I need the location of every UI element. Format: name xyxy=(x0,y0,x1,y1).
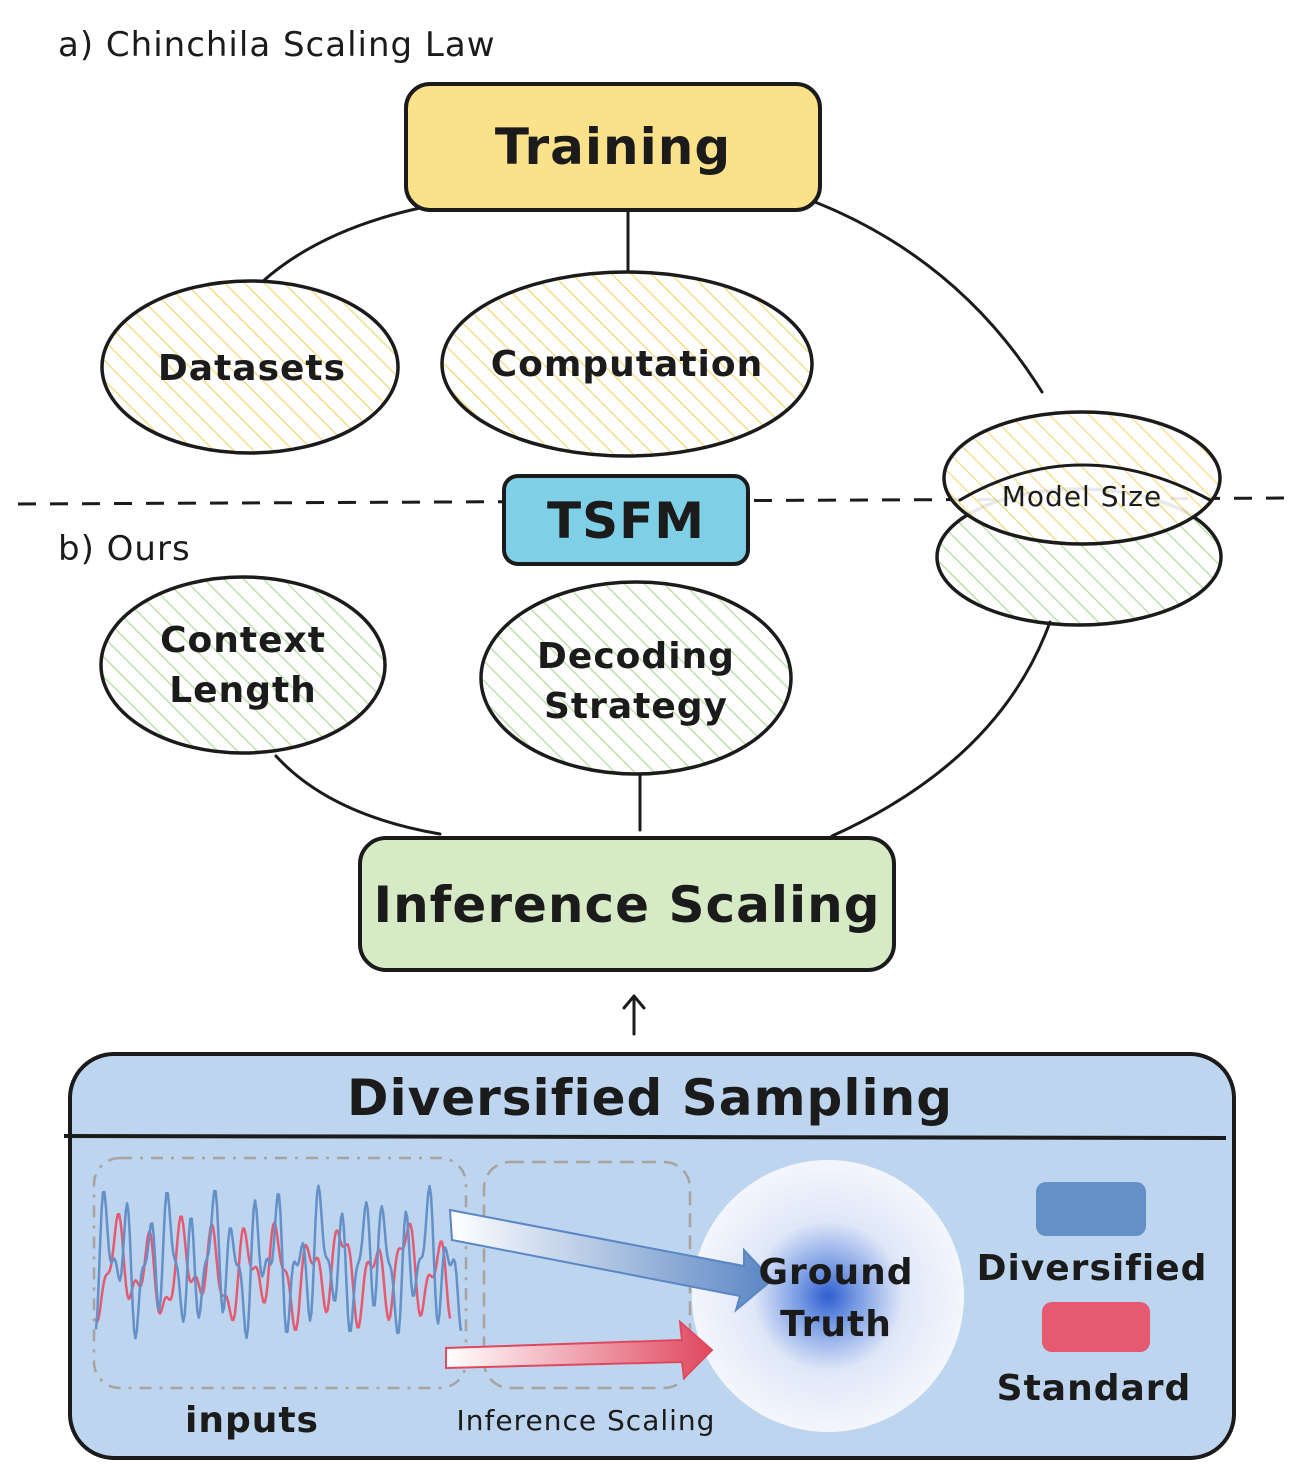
model-size-label: Model Size xyxy=(1002,480,1162,513)
ground-truth-line1: Ground xyxy=(758,1252,913,1293)
context-label-line2: Length xyxy=(169,670,317,711)
ground-truth-target xyxy=(692,1160,964,1432)
inference-scaling-box: Inference Scaling xyxy=(358,836,896,972)
inference-frame xyxy=(482,1160,692,1390)
training-label: Training xyxy=(495,118,731,176)
datasets-label: Datasets xyxy=(158,348,346,389)
inputs-frame xyxy=(92,1156,468,1390)
model-size-node: Model Size xyxy=(935,410,1223,627)
legend-label-diversified: Diversified xyxy=(977,1248,1208,1289)
inference-frame-label: Inference Scaling xyxy=(457,1404,716,1437)
diversified-sampling-panel: Diversified Sampling Ground Truth inputs… xyxy=(63,1052,1236,1460)
inputs-label: inputs xyxy=(185,1400,319,1441)
computation-node: Computation xyxy=(440,270,814,458)
context-length-node: Context Length xyxy=(99,575,387,755)
ground-truth-line2: Truth xyxy=(780,1304,892,1345)
legend-label-standard: Standard xyxy=(997,1368,1192,1409)
legend-swatch-standard xyxy=(1042,1302,1150,1352)
training-box: Training xyxy=(404,82,822,212)
up-arrow-icon xyxy=(622,994,646,1036)
section-b-label: b) Ours xyxy=(58,529,191,569)
section-a-label: a) Chinchila Scaling Law xyxy=(58,25,496,65)
computation-label: Computation xyxy=(491,344,763,385)
decoding-strategy-node: Decoding Strategy xyxy=(479,580,793,776)
inference-scaling-label: Inference Scaling xyxy=(373,876,880,934)
panel-title-divider xyxy=(63,1134,1227,1140)
legend: Diversified Standard xyxy=(977,1182,1208,1409)
diversified-arrow xyxy=(448,1208,774,1313)
diversified-waveform xyxy=(94,1184,463,1340)
datasets-node: Datasets xyxy=(100,279,400,455)
tsfm-box: TSFM xyxy=(502,474,750,566)
legend-swatch-diversified xyxy=(1036,1182,1146,1236)
training-connectors xyxy=(260,200,1044,394)
inference-connectors xyxy=(274,620,1052,838)
standard-arrow xyxy=(445,1319,714,1381)
tsfm-label: TSFM xyxy=(547,492,705,550)
decoding-label-line2: Strategy xyxy=(544,686,728,727)
panel-title: Diversified Sampling xyxy=(347,1069,953,1127)
decoding-label-line1: Decoding xyxy=(537,636,735,677)
context-label-line1: Context xyxy=(160,620,326,661)
